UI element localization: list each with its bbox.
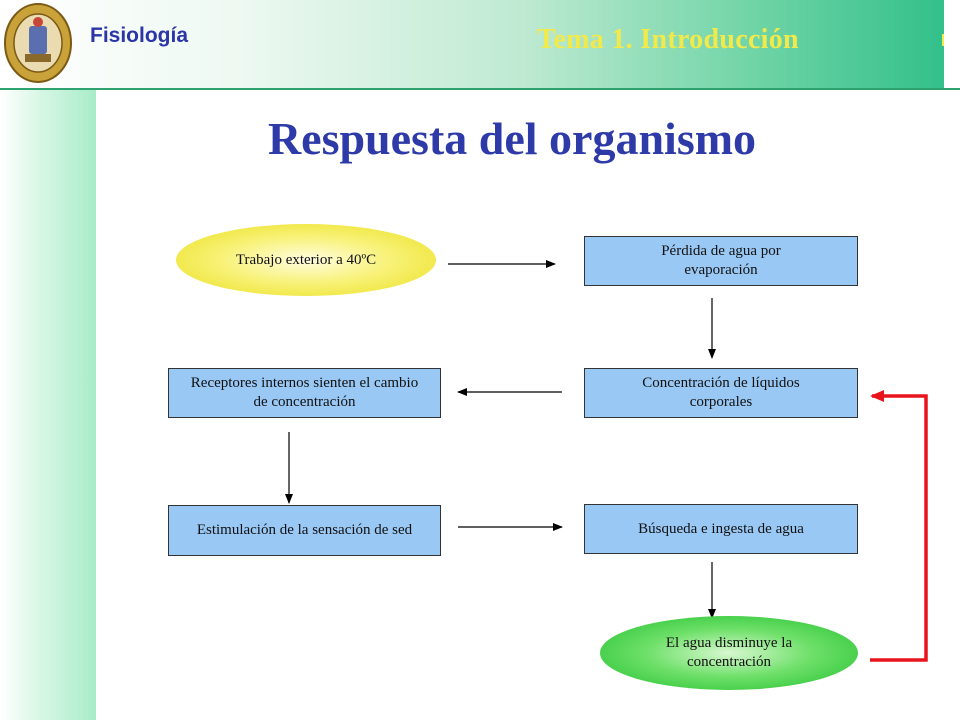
concentration-box: Concentración de líquidos corporales — [584, 368, 858, 418]
topic-title: Tema 1. Introducción — [537, 24, 799, 55]
feedback-arrow — [870, 390, 928, 662]
sidebar-gradient — [0, 90, 96, 720]
receptors-box: Receptores internos sienten el cambio de… — [168, 368, 441, 418]
water-loss-box: Pérdida de agua por evaporación — [584, 236, 858, 286]
search-box: Búsqueda e ingesta de agua — [584, 504, 858, 554]
university-seal-icon — [3, 2, 73, 84]
start-ellipse: Trabajo exterior a 40ºC — [176, 224, 436, 296]
result-ellipse: El agua disminuye la concentración — [600, 616, 858, 690]
header-mark — [942, 34, 944, 46]
thirst-box: Estimulación de la sensación de sed — [168, 505, 441, 556]
slide-title: Respuesta del organismo — [267, 113, 757, 164]
header-bar — [0, 0, 944, 88]
header-divider — [0, 88, 960, 90]
course-name: Fisiología — [90, 24, 189, 47]
